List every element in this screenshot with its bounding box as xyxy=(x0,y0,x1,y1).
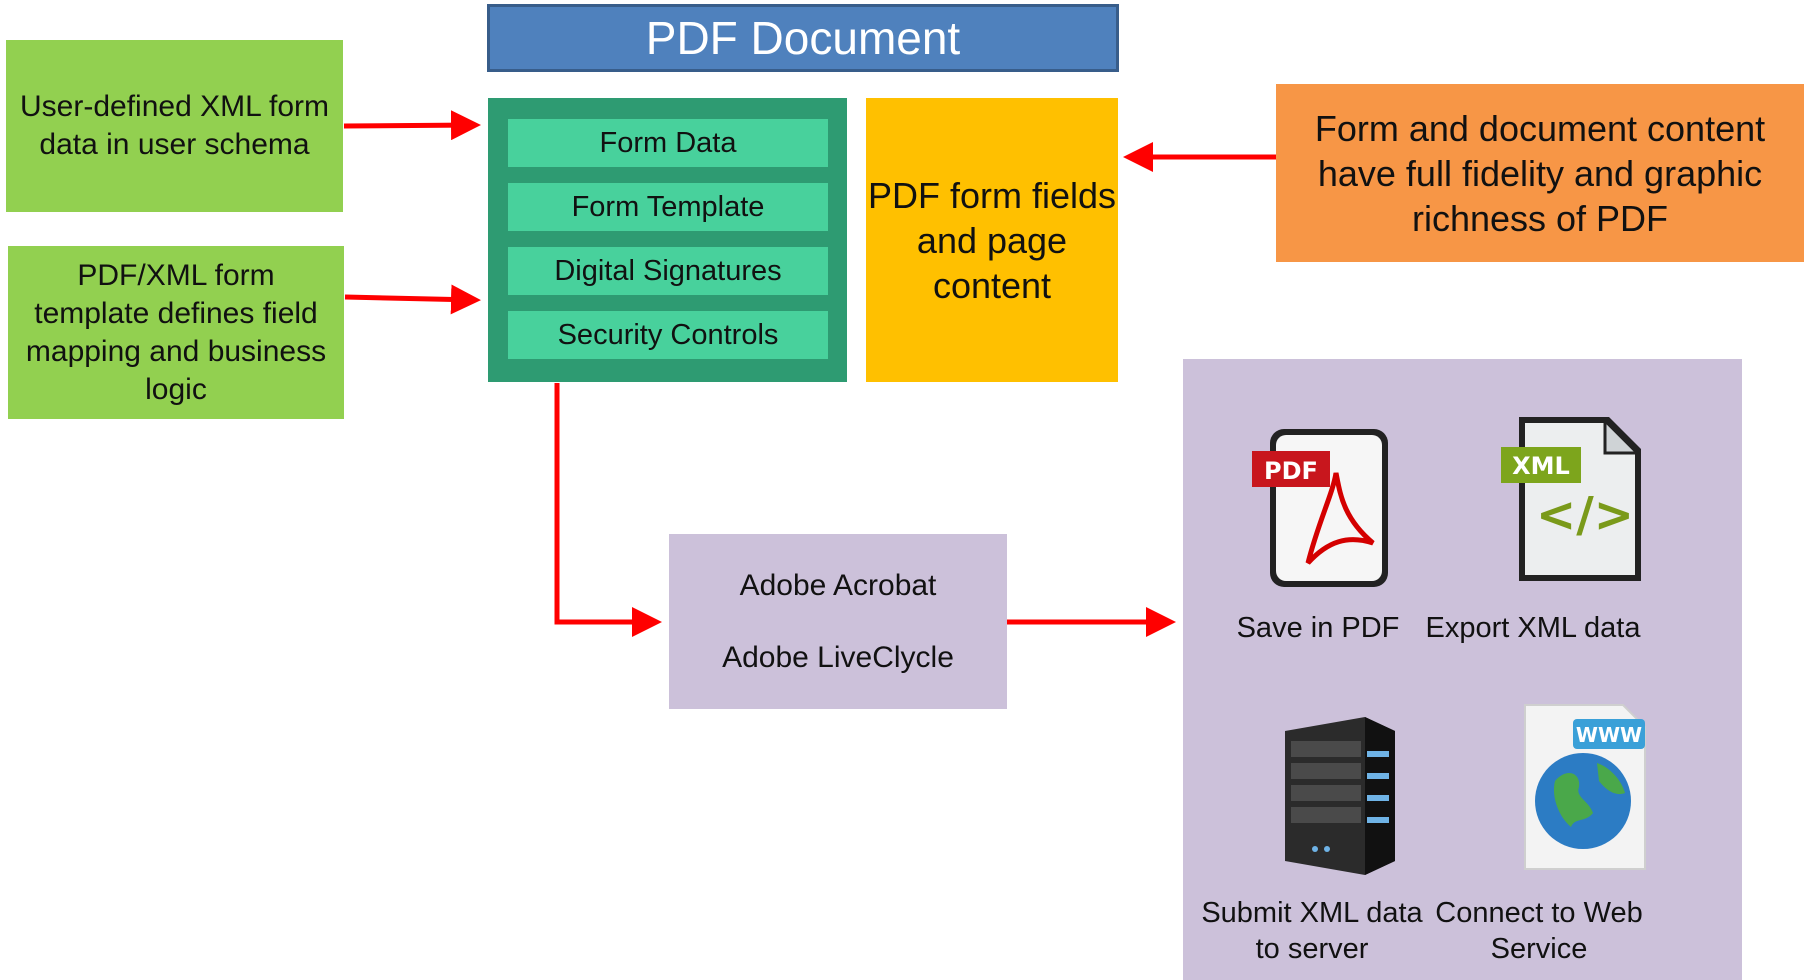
web-service-icon: WWW xyxy=(1524,704,1646,870)
save-pdf-label: Save in PDF xyxy=(1236,612,1400,644)
component-security-controls: Security Controls xyxy=(508,311,828,359)
component-digital-signatures: Digital Signatures xyxy=(508,247,828,295)
svg-text:</>: </> xyxy=(1536,487,1634,543)
svg-text:XML: XML xyxy=(1512,452,1570,480)
xml-file-icon: </> XML xyxy=(1501,417,1641,581)
template-input-box: PDF/XML form template defines field mapp… xyxy=(8,246,344,419)
diagram-title: PDF Document xyxy=(487,4,1119,72)
output-options-panel: PDF </> XML WWW Save in PDF Export XML d… xyxy=(1183,359,1742,980)
export-xml-label: Export XML data xyxy=(1425,612,1641,644)
acrobat-label: Adobe Acrobat xyxy=(739,568,937,602)
xml-data-input-box: User-defined XML form data in user schem… xyxy=(6,40,343,212)
arrow-xml-to-document xyxy=(343,110,481,141)
pdf-content-box: PDF form fields and page content xyxy=(866,98,1118,382)
processor-box: Adobe Acrobat Adobe LiveClycle xyxy=(669,534,1007,709)
arrow-document-to-processor xyxy=(554,383,662,637)
svg-text:PDF: PDF xyxy=(1264,457,1318,485)
web-service-label: Connect to Web Service xyxy=(1435,897,1643,965)
pdf-document-container: Form Data Form Template Digital Signatur… xyxy=(488,98,847,382)
submit-xml-label: Submit XML data to server xyxy=(1201,897,1423,965)
pdf-file-icon: PDF xyxy=(1252,429,1388,587)
server-icon xyxy=(1285,717,1395,875)
svg-text:WWW: WWW xyxy=(1576,723,1642,747)
fidelity-note-box: Form and document content have full fide… xyxy=(1276,84,1804,262)
component-form-data: Form Data xyxy=(508,119,828,167)
livecycle-label: Adobe LiveClycle xyxy=(722,640,954,674)
arrow-template-to-document xyxy=(344,284,481,315)
component-form-template: Form Template xyxy=(508,183,828,231)
